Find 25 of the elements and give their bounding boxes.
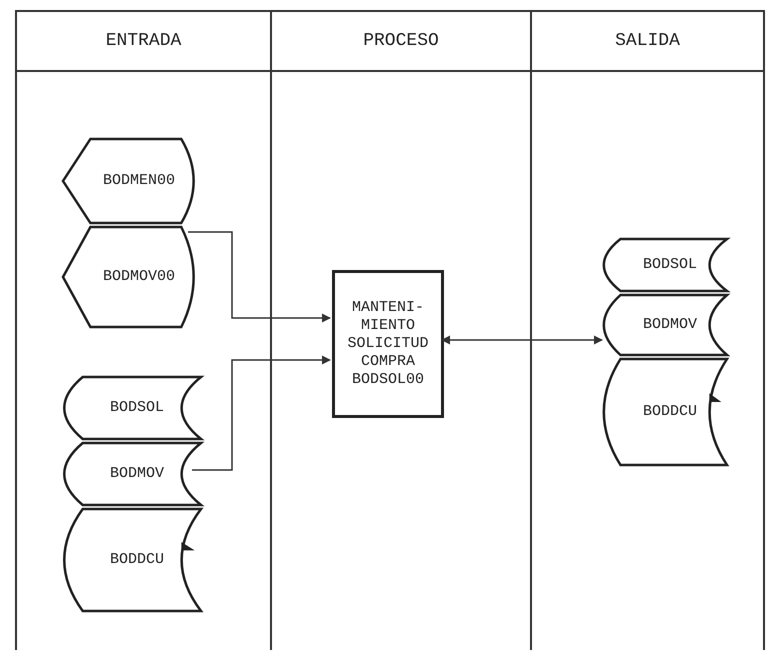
stored-data-shape <box>600 358 728 466</box>
lane-heading: PROCESO <box>362 30 440 53</box>
node-label: BODMOV <box>642 314 697 335</box>
node-label: BODSOL <box>642 254 697 275</box>
stored-data-shape <box>600 294 728 356</box>
lane-heading: ENTRADA <box>104 30 182 53</box>
swimlane <box>270 10 530 650</box>
stored-data-shape <box>60 442 202 506</box>
arrow <box>192 356 331 471</box>
lane-heading: SALIDA <box>614 30 681 53</box>
arrow <box>188 231 331 322</box>
stored-data-shape <box>60 508 202 612</box>
stored-data-shape <box>60 376 202 440</box>
swimlane <box>530 10 765 650</box>
swimlane <box>15 10 270 650</box>
arrow <box>441 336 603 344</box>
process-box <box>332 270 444 418</box>
node-label: BODDCU <box>108 550 164 570</box>
node-label: MANTENI- MIENTO SOLICITUD COMPRA BODSOL00 <box>346 299 430 389</box>
node-label: BODSOL <box>108 398 164 418</box>
node-label: BODMOV <box>108 464 164 484</box>
node-label: BODDCU <box>642 402 697 422</box>
node-label: BODMOV00 <box>102 266 175 287</box>
stored-data-shape <box>600 238 728 292</box>
node-label: BODMEN00 <box>102 170 175 191</box>
